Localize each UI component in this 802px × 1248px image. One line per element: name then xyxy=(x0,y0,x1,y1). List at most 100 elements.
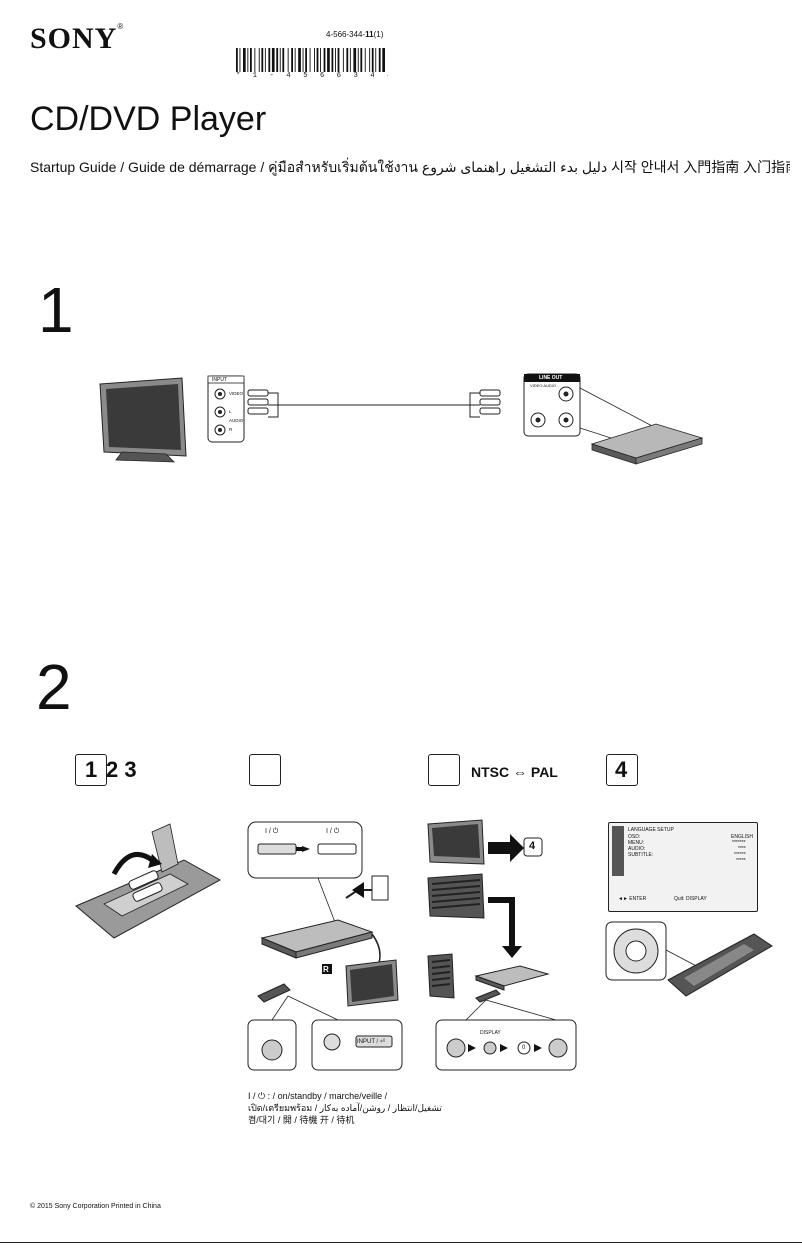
standby-note: I / ⏻ : / on/standby / marche/veille / เ… xyxy=(248,1090,448,1126)
step-c-box xyxy=(428,754,460,786)
remote-sensor-mark: R xyxy=(323,965,329,974)
barcode-bar xyxy=(378,48,381,72)
step-d-box xyxy=(606,754,638,786)
tv-jack-video-label: VIDEO xyxy=(229,391,244,396)
sony-logo: SONY® xyxy=(30,22,125,55)
part-number: 4-566-344-11(1) xyxy=(326,30,384,39)
remote-enter-illustration xyxy=(605,921,773,997)
zero-button-label: 0 xyxy=(522,1045,526,1051)
tv-input-panel xyxy=(207,375,245,443)
step-c-text: NTSC ⇔ PAL xyxy=(471,764,558,780)
lang-setup-heading: LANGUAGE SETUP xyxy=(628,827,674,833)
barcode-bar xyxy=(316,48,319,72)
power-on-illustration xyxy=(247,821,403,1071)
tv-illustration xyxy=(99,377,187,463)
barcode-bar xyxy=(342,48,344,72)
barcode-bar xyxy=(254,48,256,72)
step-a-text: 2 3 xyxy=(106,757,137,782)
barcode-bar xyxy=(258,48,260,72)
barcode-bar xyxy=(371,48,374,72)
tv-panel-title: INPUT xyxy=(212,377,227,383)
barcode-bar xyxy=(282,48,285,72)
bottom-rule xyxy=(0,1242,802,1243)
power-label-1: I / ⏻ xyxy=(265,828,279,835)
barcode-bar xyxy=(314,48,315,72)
ntsc-arrow-target: 4 xyxy=(529,840,536,852)
barcode-bar xyxy=(364,48,366,72)
step-d-box-number: 4 xyxy=(615,757,628,782)
lang-row-2-label: AUDIO: xyxy=(628,846,646,852)
lang-row-1-label: MENU: xyxy=(628,840,645,846)
step-a-box-number: 1 xyxy=(85,757,98,782)
language-setup-menu: LANGUAGE SETUP OSD: ENGLISH MENU: ******… xyxy=(614,826,754,906)
copyright: © 2015 Sony Corporation Printed in China xyxy=(30,1203,161,1210)
barcode-bar xyxy=(276,48,279,72)
tv-jack-audio-label: AUDIO xyxy=(229,418,244,423)
lang-row-0-value: ENGLISH xyxy=(731,834,753,840)
language-setup-screen xyxy=(608,822,758,912)
page-title: CD/DVD Player xyxy=(30,100,267,138)
barcode-bar xyxy=(353,48,357,72)
lang-row-3-value: ****** xyxy=(734,852,746,858)
barcode-bar xyxy=(294,48,296,72)
standby-line-1: I / ⏻ : / on/standby / marche/veille / xyxy=(248,1091,388,1101)
line-out-title: LINE OUT xyxy=(539,375,563,381)
barcode-bar xyxy=(239,48,241,72)
barcode-bar xyxy=(261,48,264,72)
power-label-2: I / ⏻ xyxy=(326,828,340,835)
barcode-bar xyxy=(327,48,330,72)
step-a-box xyxy=(75,754,107,786)
step-b-box xyxy=(249,754,281,786)
barcode-bar xyxy=(382,48,385,72)
barcode-bar xyxy=(357,48,359,72)
barcode-bar xyxy=(349,48,351,72)
standby-line-2: เปิด/เตรียมพร้อม / تشغيل/انتظار / روشن/آ… xyxy=(248,1103,442,1113)
barcode-bar xyxy=(337,48,340,72)
barcode-bar xyxy=(320,48,321,72)
barcode-bar xyxy=(331,48,334,72)
barcode-bar xyxy=(360,48,363,72)
lang-row-1-value: ******* xyxy=(732,840,746,846)
barcode-bar xyxy=(298,48,301,72)
barcode-bar xyxy=(346,48,349,72)
barcode-bar xyxy=(291,48,293,72)
lang-footer-left: ◄► ENTER xyxy=(618,896,647,902)
tv-side-plugs xyxy=(247,389,269,415)
barcode-bar xyxy=(323,48,326,72)
barcode-bar xyxy=(279,48,281,72)
dvd-player-illustration xyxy=(590,423,704,465)
lang-row-2-value: **** xyxy=(738,846,746,852)
barcode-bar xyxy=(309,48,311,72)
barcode-bar xyxy=(236,48,238,72)
display-button-label: DISPLAY xyxy=(480,1030,501,1036)
lang-row-3-label: SUBTITLE: xyxy=(628,852,654,858)
player-side-plugs xyxy=(479,389,501,415)
lang-row-0-label: OSD: xyxy=(628,834,641,840)
ntsc-pal-illustration xyxy=(427,819,577,1071)
line-out-sub: VIDEO AUDIO xyxy=(530,383,557,388)
barcode-bar xyxy=(268,48,271,72)
barcode-bar xyxy=(375,48,377,72)
barcode-bar xyxy=(264,48,266,72)
connection-diagram xyxy=(99,373,704,465)
remote-battery-illustration xyxy=(75,823,222,939)
barcode-bar xyxy=(243,48,246,72)
section-number-2: 2 xyxy=(36,651,72,723)
osd-sidebar-icons xyxy=(612,826,624,876)
section-number-1: 1 xyxy=(38,274,74,346)
lang-footer-right: Quit: DISPLAY xyxy=(674,896,707,902)
barcode-bar xyxy=(287,48,289,72)
barcode xyxy=(236,48,385,72)
barcode-bar xyxy=(369,48,371,72)
barcode-digits: * 1 - 4 5 6 6 3 4 4 1 1 2 * xyxy=(236,72,388,80)
barcode-bar xyxy=(250,48,252,72)
player-line-out-panel xyxy=(523,373,581,437)
barcode-bar xyxy=(302,48,304,72)
barcode-bar xyxy=(271,48,275,72)
tv-jack-r-label: R xyxy=(229,427,233,432)
input-button-label: INPUT / ⏎ xyxy=(357,1039,385,1045)
page-subtitle: Startup Guide / Guide de démarrage / คู่… xyxy=(30,159,790,175)
barcode-bar xyxy=(305,48,307,72)
tv-jack-l-label: L xyxy=(229,409,232,414)
barcode-bar xyxy=(247,48,249,72)
